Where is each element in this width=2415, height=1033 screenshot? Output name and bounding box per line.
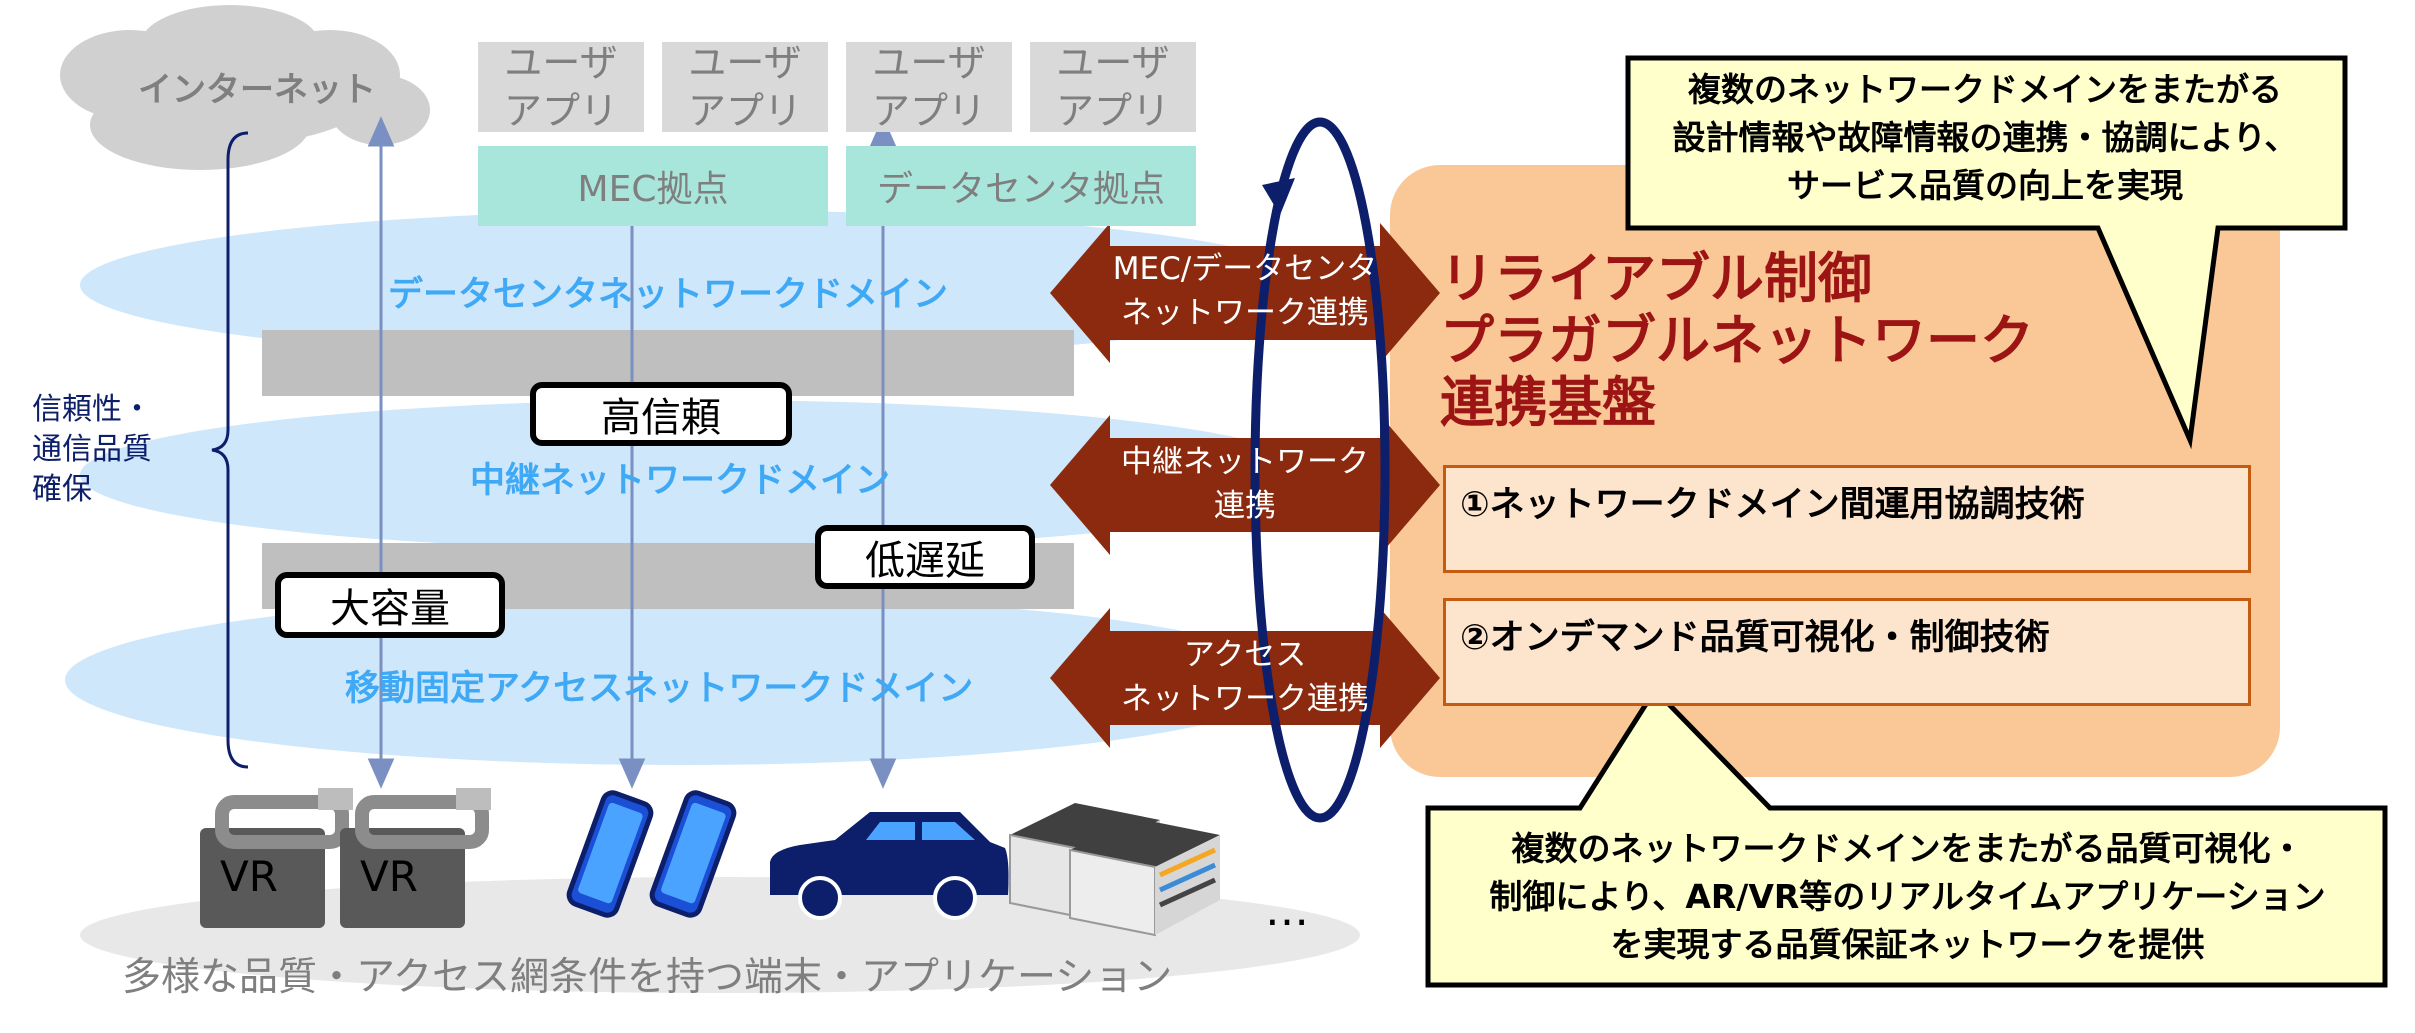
server-icon [1009, 803, 1220, 937]
access-link-line1: アクセス [1183, 637, 1307, 673]
high-reliability-tag: 高信頼 [530, 382, 792, 446]
callout-bottom-line3: を実現する品質保証ネットワークを提供 [1610, 925, 2205, 964]
platform-title: リライアブル制御 プラガブルネットワーク 連携基盤 [1440, 248, 2034, 434]
datacenter-domain-ellipse [80, 210, 1320, 360]
user-app-box: ユーザアプリ [846, 41, 1012, 133]
callout-top-line1: 複数のネットワークドメインをまたがる [1688, 70, 2282, 109]
cloud-icon [60, 5, 430, 170]
vr-headset-icon [200, 788, 491, 928]
tech-box-2: ②オンデマンド品質可視化・制御技術 [1443, 598, 2251, 706]
reliability-line2: 通信品質 [32, 432, 152, 467]
callout-top-line3: サービス品質の向上を実現 [1787, 166, 2183, 205]
callout-bottom-shape [1425, 685, 2388, 988]
relay-link-line1: 中継ネットワーク [1121, 444, 1369, 480]
platform-title-line1: リライアブル制御 [1440, 247, 1872, 310]
access-link-line2: ネットワーク連携 [1121, 681, 1369, 717]
user-app-line2: アプリ [503, 89, 618, 133]
platform-title-line3: 連携基盤 [1440, 371, 1656, 434]
low-latency-tag: 低遅延 [815, 525, 1035, 589]
user-app-line2: アプリ [687, 89, 802, 133]
datacenter-domain-label: データセンタネットワークドメイン [388, 275, 949, 315]
more-devices-ellipsis: … [1265, 885, 1309, 936]
datacenter-link-line2: ネットワーク連携 [1121, 295, 1369, 331]
car-icon [770, 812, 1009, 920]
user-app-box: ユーザアプリ [1030, 41, 1196, 133]
user-app-line2: アプリ [871, 89, 986, 133]
relay-domain-ellipse [80, 400, 1320, 550]
vertical-arrows [367, 116, 897, 789]
domain-link-arrows [1050, 223, 1440, 748]
user-app-box: ユーザアプリ [662, 41, 828, 133]
callout-top-text: 複数のネットワークドメインをまたがる 設計情報や故障情報の連携・協調により、 サ… [1640, 66, 2330, 210]
user-app-line1: ユーザ [872, 41, 986, 85]
relay-link-line2: 連携 [1214, 488, 1276, 524]
callout-top-shape [1625, 55, 2348, 450]
vr-label: VR [220, 852, 278, 901]
bottom-caption: 多様な品質・アクセス網条件を持つ端末・アプリケーション [122, 955, 1173, 1000]
relay-domain-label: 中継ネットワークドメイン [470, 461, 891, 501]
vr-label: VR [360, 852, 418, 901]
datacenter-base-box: データセンタ拠点 [846, 146, 1196, 226]
internet-label: インターネット [138, 70, 376, 110]
smartphone-icon [566, 790, 737, 918]
callout-top-line2: 設計情報や故障情報の連携・協調により、 [1672, 118, 2298, 157]
mec-base-box: MEC拠点 [478, 146, 828, 226]
left-bracket [211, 131, 249, 769]
user-app-line1: ユーザ [1056, 41, 1170, 85]
tech-box-1: ①ネットワークドメイン間運用協調技術 [1443, 465, 2251, 573]
reliability-line3: 確保 [32, 472, 92, 507]
user-app-line1: ユーザ [504, 41, 618, 85]
large-capacity-tag: 大容量 [275, 572, 505, 638]
user-app-box: ユーザアプリ [478, 41, 644, 133]
reliability-line1: 信頼性・ [32, 392, 152, 427]
loop-arrow [1250, 117, 1390, 823]
datacenter-link-line1: MEC/データセンタ [1112, 251, 1378, 287]
callout-bottom-line2: 制御により、AR/VR等のリアルタイムアプリケーション [1489, 877, 2326, 916]
reliability-label: 信頼性・ 通信品質 確保 [32, 390, 152, 510]
callout-bottom-text: 複数のネットワークドメインをまたがる品質可視化・ 制御により、AR/VR等のリア… [1435, 825, 2380, 969]
platform-title-line2: プラガブルネットワーク [1440, 309, 2034, 372]
user-app-line2: アプリ [1055, 89, 1170, 133]
user-app-line1: ユーザ [688, 41, 802, 85]
relay-link-label: 中継ネットワーク 連携 [1110, 440, 1380, 528]
datacenter-link-label: MEC/データセンタ ネットワーク連携 [1110, 247, 1380, 335]
access-domain-label: 移動固定アクセスネットワークドメイン [345, 669, 974, 709]
callout-bottom-line1: 複数のネットワークドメインをまたがる品質可視化・ [1511, 829, 2304, 868]
access-link-label: アクセス ネットワーク連携 [1110, 633, 1380, 721]
